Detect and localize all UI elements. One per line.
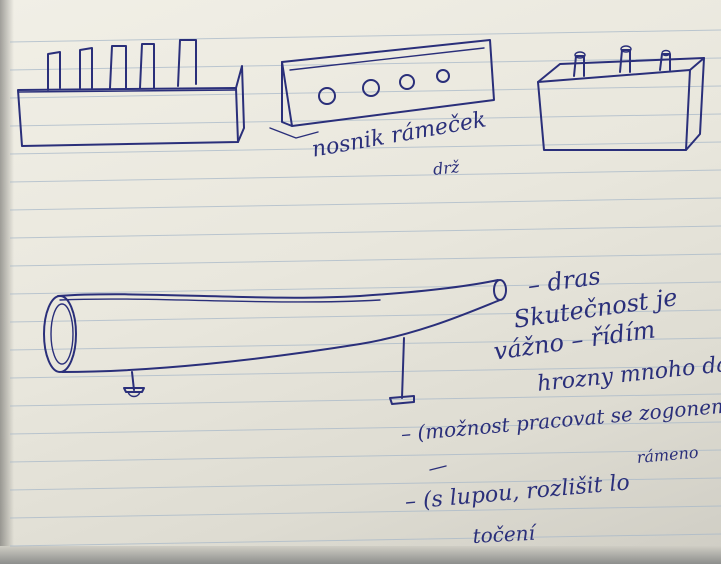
note-line-7: točení: [472, 520, 536, 548]
sketch-box-with-slots: [17, 39, 245, 147]
sketch-box-with-pegs: [537, 45, 705, 151]
tilde-mark: [429, 465, 447, 471]
page-edge-shadow: [0, 0, 14, 564]
ruled-lines: [9, 29, 721, 547]
page-bottom-edge: [0, 546, 721, 564]
sketch-panel-with-holes: [269, 39, 495, 139]
label-middle-sub: drž: [432, 157, 461, 179]
sketch-tube-on-stand: [43, 279, 507, 405]
